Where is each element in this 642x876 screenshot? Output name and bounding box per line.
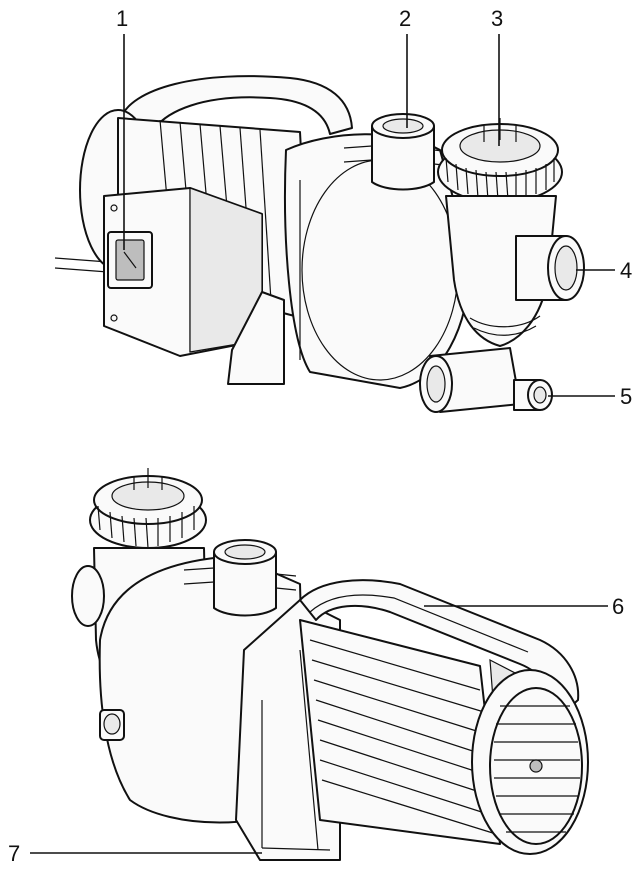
pump-top-view	[54, 75, 585, 413]
leader-lines	[30, 34, 615, 854]
callout-7: 7	[8, 841, 20, 866]
drain-plug-rear	[99, 709, 125, 741]
power-cable	[54, 257, 109, 273]
mount-foot-top	[227, 291, 285, 385]
fill-port-rear	[183, 539, 297, 617]
callout-4: 4	[620, 258, 632, 283]
fill-port	[343, 113, 453, 191]
side-port-rear	[71, 565, 105, 627]
pump-bottom-view	[71, 468, 589, 861]
on-off-switch	[107, 231, 153, 289]
motor-housing	[299, 619, 501, 845]
prefilter-lid	[437, 118, 563, 203]
callout-1: 1	[116, 6, 128, 31]
callout-3: 3	[491, 6, 503, 31]
callout-2: 2	[399, 6, 411, 31]
outlet-port	[515, 235, 585, 301]
drain-plug	[513, 379, 553, 411]
inlet-port	[419, 347, 521, 413]
carry-handle-top	[119, 75, 353, 141]
filter-housing-rings	[469, 315, 541, 336]
prefilter-lid-rear	[89, 468, 207, 549]
callout-labels: 1 2 3 4 5 6 7	[8, 6, 632, 866]
callout-6: 6	[612, 594, 624, 619]
fan-cover	[471, 669, 589, 855]
callout-5: 5	[620, 384, 632, 409]
